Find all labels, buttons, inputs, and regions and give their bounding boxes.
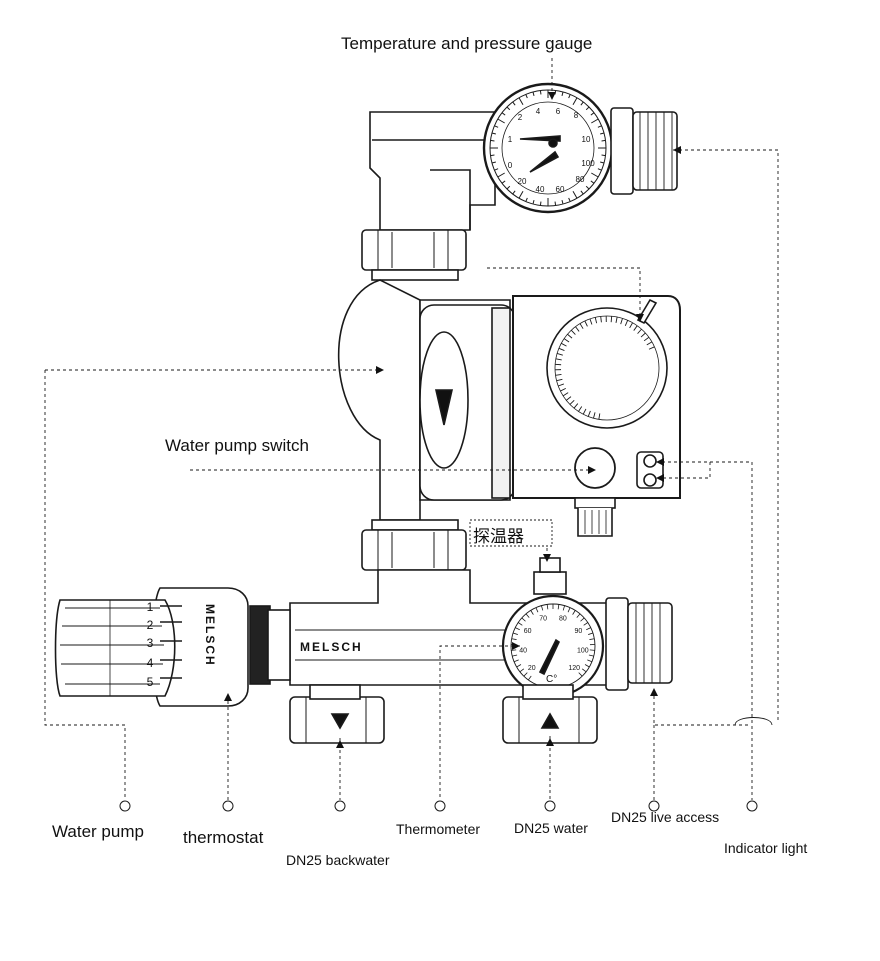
- water-label: DN25 water: [514, 820, 588, 836]
- callout-lines: [44, 58, 779, 800]
- water-pump-label: Water pump: [52, 822, 144, 841]
- gauge-pressure-tick: 4: [536, 107, 541, 116]
- gauge-label: Temperature and pressure gauge: [341, 34, 593, 53]
- gauge-pressure-tick: 10: [582, 135, 591, 144]
- reference-markers: [119, 800, 758, 812]
- gauge-pressure-tick: 6: [556, 107, 561, 116]
- thermometer-tick: 80: [559, 616, 567, 623]
- svg-text:MELSCH: MELSCH: [300, 640, 363, 654]
- pump-body: [337, 279, 516, 521]
- thermostat-dial-number: 2: [147, 618, 154, 632]
- sensor-cn-label: 探温器: [473, 527, 524, 546]
- gauge-pressure-tick: 2: [518, 113, 523, 122]
- thermometer-tick: 70: [539, 616, 547, 623]
- callout-arrows: [224, 92, 681, 748]
- thermostat-dial-number: 3: [147, 636, 154, 650]
- thermostat-dial-number: 4: [147, 656, 154, 670]
- backwater-label: DN25 backwater: [286, 852, 390, 868]
- gauge-temp-tick: 40: [536, 185, 545, 194]
- thermostat-label: thermostat: [183, 828, 264, 847]
- manifold-right-fitting: [605, 597, 673, 691]
- top-elbow-pipe: [369, 111, 496, 231]
- gauge-pressure-tick: 8: [574, 111, 579, 120]
- thermostat-dial-number: 5: [147, 675, 154, 689]
- thermometer-tick: 20: [528, 665, 536, 672]
- lower-union-nut: [361, 519, 467, 571]
- pump-control-box: [512, 295, 681, 537]
- thermometer-tick: 120: [568, 665, 580, 672]
- thermometer-tick: 100: [577, 647, 589, 654]
- gauge-needle-temp: [529, 150, 560, 173]
- svg-text:MELSCH: MELSCH: [203, 604, 217, 667]
- water-port: [502, 684, 598, 744]
- thermostat-head: MELSCH 1 2 3 4 5: [54, 587, 249, 707]
- gauge-temp-tick: 60: [556, 185, 565, 194]
- svg-text:C°: C°: [546, 674, 557, 685]
- backwater-port: [289, 684, 385, 744]
- top-gauge-fitting: [610, 107, 678, 195]
- gauge-temp-tick: 100: [581, 159, 595, 168]
- sensor-label-box: [469, 519, 553, 547]
- thermometer-tick: 90: [575, 628, 583, 635]
- manifold-left-ring: [249, 605, 291, 685]
- thermometer-tick: 60: [524, 628, 532, 635]
- sensor-stub: [533, 557, 567, 595]
- indicator-light-label: Indicator light: [724, 840, 808, 856]
- gauge-temp-tick: 0: [508, 161, 513, 170]
- gauge-pressure-tick: 1: [508, 135, 513, 144]
- thermometer-dial: 20 40 60 70 80 90 100 120 C°: [501, 594, 605, 698]
- thermometer-tick: 40: [519, 647, 527, 654]
- gauge-temp-tick: 20: [518, 177, 527, 186]
- gauge-temp-tick: 80: [576, 175, 585, 184]
- pump-switch-label: Water pump switch: [165, 436, 309, 455]
- upper-union-nut: [361, 229, 467, 281]
- live-access-label: DN25 live access: [611, 809, 720, 825]
- thermometer-label: Thermometer: [396, 821, 481, 837]
- thermostat-dial-number: 1: [147, 600, 154, 614]
